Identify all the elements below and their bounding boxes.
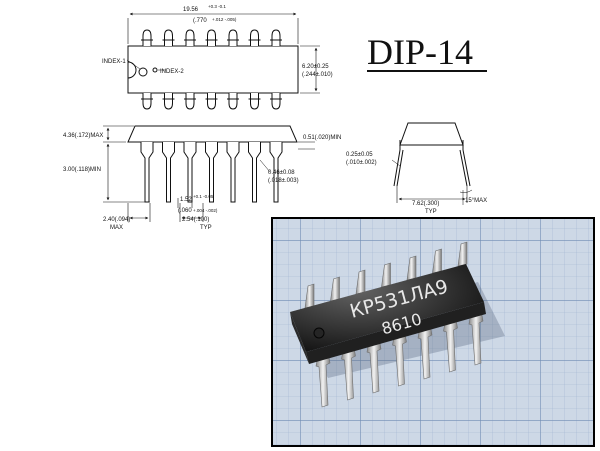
package-title: DIP-14 [367,32,473,72]
side-lead [248,142,261,203]
top-leads-up [141,29,282,46]
top-lead [270,29,282,46]
index-1-dot [138,67,148,77]
side-leads [140,142,283,203]
row-spacing-label: 7.62(.300) [412,201,439,207]
side-view [103,125,315,222]
shoulder-inch-label: (.060 [178,208,192,214]
end-view [391,122,473,205]
left-lead [393,149,401,187]
side-lead [226,142,240,203]
height-label: 4.36(.172)MAX [63,133,103,139]
lead-width-inch-label: (.018±.003) [268,178,299,184]
bottom-lead [270,93,282,110]
lead-length-label: 3.00(.118)MIN [63,167,101,173]
shoulder-label: 1.52 [180,197,192,203]
width-inch-label: (.244±.010) [302,72,333,78]
side-lead [183,142,197,203]
right-lead [462,149,471,187]
photo-chip-side [306,302,486,364]
chip-photo: КР531ЛА9 8610 [271,217,595,447]
photo-frame [271,217,595,447]
side-lead [140,142,154,203]
photo-leads-top [304,241,468,309]
top-lead [227,29,239,46]
lead-width-label: 0.46±0.08 [268,170,295,176]
bottom-lead [205,93,218,110]
lead-angle-label: 15°MAX [465,198,487,204]
row-spacing-typ-label: TYP [425,209,437,215]
index-1-label: INDEX-1 [102,59,126,65]
bottom-lead [184,93,196,110]
thickness-label: 0.25±0.05 [346,152,373,158]
top-view [126,12,320,110]
shoulder-tolerance-label: +0.1 -0.05 [193,194,214,199]
length-inch-label: (.770 [193,18,207,24]
end-max-label: MAX [110,225,123,231]
photo-pin1-dimple [313,327,325,339]
side-lead [205,142,218,203]
standoff-label: 0.51(.020)MIN [303,135,341,141]
side-lead [162,142,175,203]
top-lead [141,29,153,46]
index-2-label: INDEX-2 [160,69,184,75]
bottom-lead [141,93,153,110]
width-mm-label: 6.20±0.25 [302,64,329,70]
length-tolerance-label: +0.3 -0.1 [208,4,226,9]
pitch-typ-label: TYP [200,225,212,231]
thickness-inch-label: (.010±.002) [346,160,377,166]
bottom-lead [248,93,261,110]
top-lead [205,29,218,46]
side-lead [269,142,283,203]
length-mm-label: 19.56 [183,7,199,13]
top-view-body [127,45,299,94]
length-inch-tolerance-label: +.012 -.005) [212,17,237,22]
bottom-lead [227,93,239,110]
end-view-body [399,122,464,146]
top-leads-down [141,93,282,110]
top-lead [162,29,175,46]
pitch-label: 2.54(.100) [182,217,209,223]
end-length-label: 2.40(.094) [103,217,130,223]
side-view-body [127,125,298,143]
bottom-lead [162,93,175,110]
top-lead [184,29,196,46]
top-lead [248,29,261,46]
index-2-dot [152,67,158,73]
shoulder-inch-tolerance-label: +.004 -.002) [193,208,218,213]
